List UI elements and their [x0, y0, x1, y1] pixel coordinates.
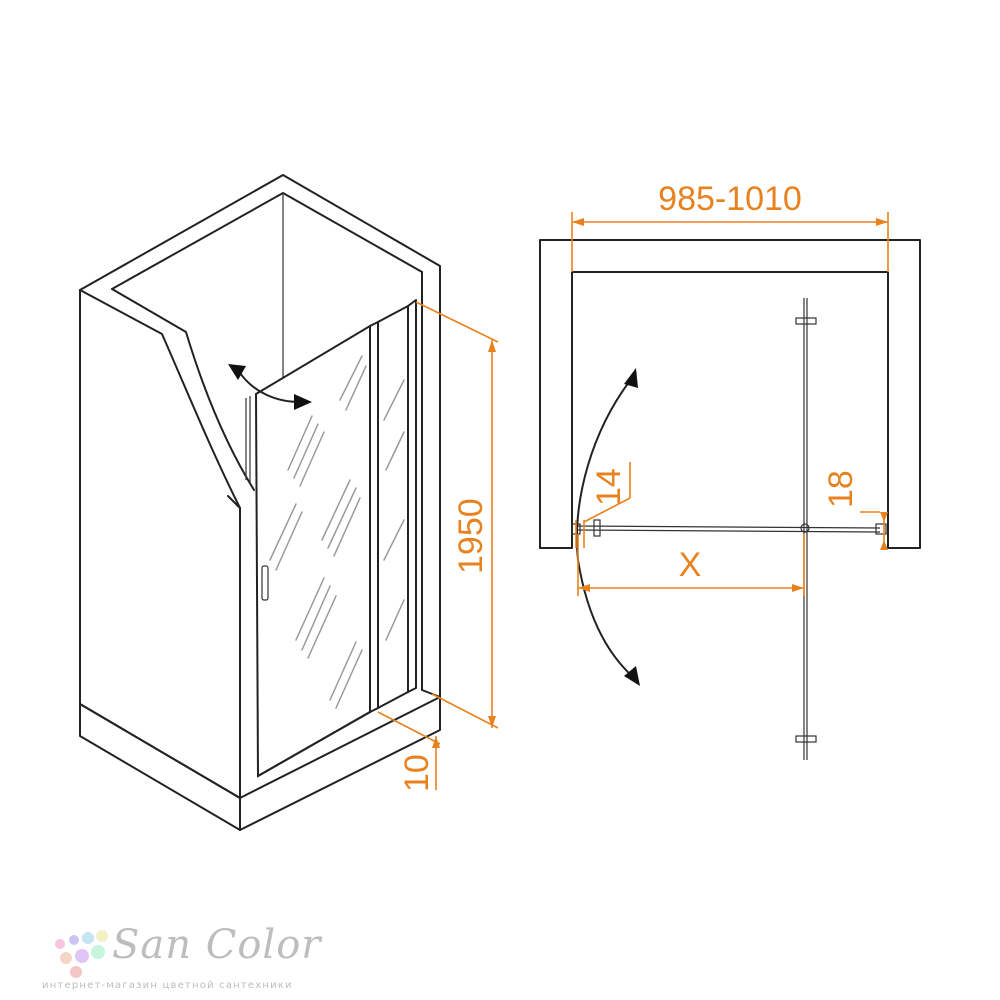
left-wall-inner-edge — [111, 192, 423, 290]
plan-wall-outline — [539, 239, 921, 549]
height-label: 1950 — [452, 498, 490, 574]
bottom-gap-dimension: 10 — [377, 711, 441, 792]
plan-door-open — [795, 298, 817, 760]
left-wall-top — [79, 174, 441, 698]
logo-wordmark: San Color — [112, 922, 322, 968]
plan-door — [571, 519, 887, 537]
iso-swing-arrow-left — [228, 364, 246, 380]
logo-dot — [69, 935, 79, 945]
left-wall-curve-inner — [111, 288, 255, 491]
fixed-glass-panel — [377, 304, 409, 710]
plan-swing-arc — [575, 377, 633, 677]
logo-dots — [55, 930, 108, 978]
base-plinth — [79, 703, 241, 831]
logo-dot — [70, 966, 82, 978]
logo-dot — [96, 930, 108, 942]
opening-dimension: X — [577, 534, 805, 596]
width-dimension: 985-1010 — [571, 180, 889, 272]
wall-profile — [407, 299, 417, 693]
door-handle[interactable] — [261, 565, 269, 601]
glass-pattern — [269, 355, 405, 709]
logo-dot — [60, 952, 72, 964]
right-wall-side — [421, 271, 441, 698]
fixed-profile — [369, 320, 379, 714]
base-plinth-front — [239, 696, 441, 831]
logo-dot — [75, 949, 89, 963]
isometric-view: 1950 10 — [79, 174, 499, 831]
logo-dot — [55, 939, 65, 949]
door-bottom — [257, 711, 371, 777]
plan-swing-arrow-bottom — [624, 666, 640, 686]
plan-swing-arrow-top — [624, 368, 638, 388]
logo-dot — [82, 932, 94, 944]
right-profile-dimension: 18 — [822, 470, 888, 550]
iso-swing-arrow-right — [294, 394, 312, 410]
logo-tagline: интернет-магазин цветной сантехники — [42, 980, 293, 991]
height-dimension: 1950 — [415, 301, 499, 729]
plan-view: 985-1010 14 — [539, 180, 921, 760]
left-profile-dimension: 14 — [575, 462, 631, 548]
iso-swing-arc — [237, 369, 301, 403]
right-profile-label: 18 — [822, 470, 860, 508]
plan-handle — [593, 519, 601, 537]
width-label: 985-1010 — [658, 180, 802, 218]
left-wall-curve — [79, 289, 241, 509]
opening-label: X — [679, 546, 702, 584]
left-wall-front-face — [79, 289, 241, 799]
bottom-gap-label: 10 — [398, 754, 436, 792]
logo-dot — [91, 945, 105, 959]
left-profile-label: 14 — [590, 468, 628, 506]
door-frame-left — [245, 396, 251, 482]
